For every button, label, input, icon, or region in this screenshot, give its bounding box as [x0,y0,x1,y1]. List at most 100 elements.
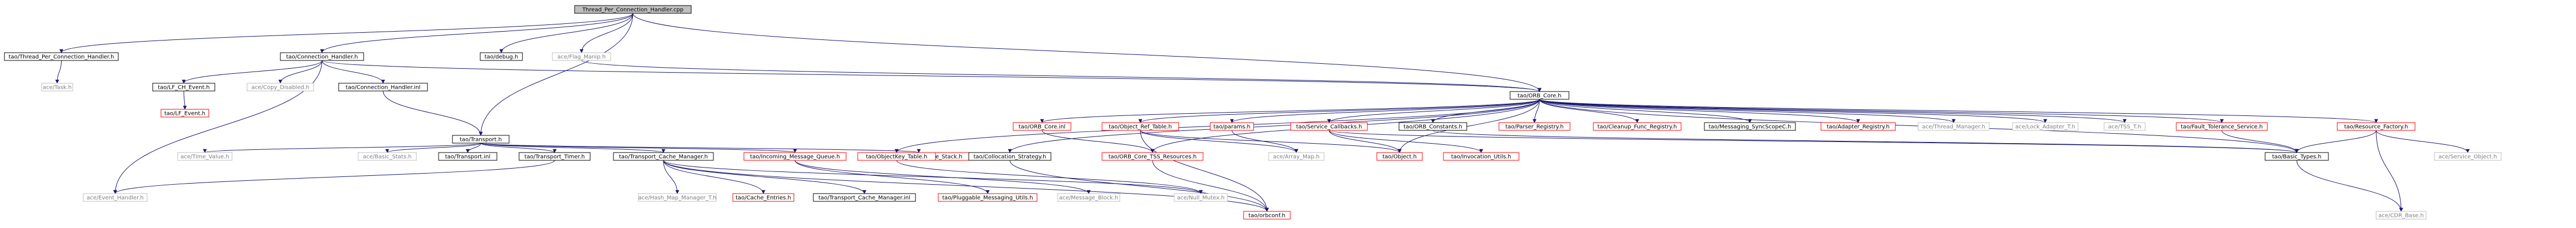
node-label: tao/ORB_Constants.h [1403,124,1462,130]
edge-obj_ref_table-to-tao_object [1140,130,1402,153]
dependency-edge [1009,160,1269,212]
edge-objectkey_table-to-null_mutex [896,160,1203,194]
node-label: tao/Parser_Registry.h [1506,124,1564,130]
edge-obj_ref_table-to-orbconf [1140,130,1269,212]
node-label: tao/Thread_Per_Connection_Handler.h [9,54,114,60]
dependency-edge [1140,130,1269,212]
node-incoming-queue[interactable]: tao/Incoming_Message_Queue.h [743,152,847,161]
node-transport-cache-inl[interactable]: tao/Transport_Cache_Manager.inl [813,193,916,202]
node-objectkey-table[interactable]: tao/ObjectKey_Table.h [857,152,936,161]
dependency-edge [2295,130,2377,153]
node-orb-core-tss[interactable]: tao/ORB_Core_TSS_Resources.h [1101,152,1204,161]
node-box [246,83,314,92]
node-box [1013,122,1071,131]
node-label: tao/params.h [1214,124,1251,130]
node-label: tao/Transport.inl [445,154,491,160]
node-transport-inl[interactable]: tao/Transport.inl [438,152,497,161]
node-lf-ch-event[interactable]: tao/LF_CH_Event.h [152,83,215,92]
node-debug-h[interactable]: tao/debug.h [480,52,523,61]
node-conn-handler-h[interactable]: tao/Connection_Handler.h [280,52,364,61]
node-invocation-utils[interactable]: tao/Invocation_Utils.h [1443,152,1520,161]
dependency-edge [1539,99,1956,123]
node-service-callbacks[interactable]: tao/Service_Callbacks.h [1290,122,1368,131]
node-pluggable-utils[interactable]: tao/Pluggable_Messaging_Utils.h [938,193,1038,202]
node-transport-timer[interactable]: tao/Transport_Timer.h [519,152,591,161]
dependency-edge [1532,99,1540,123]
node-label: ace/CDR_Base.h [2378,213,2424,219]
node-cleanup-func[interactable]: tao/Cleanup_Func_Registry.h [1593,122,1682,131]
edge-orb_core-to-messaging_sync [1539,99,1752,123]
node-tpch-h[interactable]: tao/Thread_Per_Connection_Handler.h [4,52,119,61]
edge-root-to-debug_h [499,13,633,53]
dependency-edge [1539,99,2224,123]
node-parser-registry[interactable]: tao/Parser_Registry.h [1498,122,1571,131]
node-box [452,135,510,144]
node-label: tao/Object.h [1382,154,1417,160]
node-collocation-strategy[interactable]: tao/Collocation_Strategy.h [968,152,1051,161]
edge-orb_core-to-service_callbacks [1327,99,1540,123]
node-lock-adapter: ace/Lock_Adapter_T.h [2012,122,2079,131]
node-box [552,52,611,61]
node-orb-core-inl[interactable]: tao/ORB_Core.inl [1013,122,1071,131]
dependency-edge [321,60,1541,92]
dependency-edge [480,143,666,153]
edge-orb_core-to-cleanup_func [1539,99,1639,123]
dependency-edge [663,160,867,194]
edge-orb_core-to-tao_object [1397,99,1540,153]
node-transport-cache-mgr[interactable]: tao/Transport_Cache_Manager.h [613,152,714,161]
node-box [4,52,119,61]
dependency-edge [385,143,481,153]
node-conn-handler-inl[interactable]: tao/Connection_Handler.inl [338,83,428,92]
dependency-edge [183,90,187,110]
edge-orb_core-to-obj_ref_table [1138,99,1540,123]
node-box [2376,211,2427,220]
dependency-edge [663,160,1203,194]
node-label: ace/Basic_Stats.h [363,154,412,160]
dependency-edge [2376,130,2403,212]
dependency-edge [2296,160,2403,212]
dependency-edge [1230,99,1540,123]
node-messaging-sync[interactable]: tao/Messaging_SyncScopeC.h [1704,122,1796,131]
node-box [938,193,1038,202]
node-lf-event[interactable]: tao/LF_Event.h [160,109,209,118]
node-box [613,152,714,161]
dependency-edge [1008,99,1540,153]
node-cdr-base: ace/CDR_Base.h [2376,211,2427,220]
node-fault-tolerance[interactable]: tao/Fault_Tolerance_Service.h [2176,122,2268,131]
node-obj-ref-table[interactable]: tao/Object_Ref_Table.h [1101,122,1179,131]
node-label: tao/ORB_Core_TSS_Resources.h [1109,154,1197,160]
node-adapter-registry[interactable]: tao/Adapter_Registry.h [1820,122,1896,131]
node-box [41,83,73,92]
edge-root-to-orb_core [632,13,1542,92]
dependency-edge [2221,130,2299,153]
edge-conn_handler_inl-to-transport [383,90,483,136]
node-orbconf[interactable]: tao/orbconf.h [1243,211,1291,220]
node-label: tao/Transport_Cache_Manager.inl [818,195,910,201]
node-box [83,193,148,202]
node-label: ace/Hash_Map_Manager_T.h [638,195,717,201]
node-label: tao/Service_Callbacks.h [1296,124,1362,130]
node-cache-entries[interactable]: tao/Cache_Entries.h [732,193,794,202]
node-box [1593,122,1682,131]
edge-root-to-conn_handler_h [320,13,633,53]
node-transport[interactable]: tao/Transport.h [452,135,510,144]
dependency-edge [1539,99,1639,123]
node-box [813,193,916,202]
dependency-edge [1397,99,1540,153]
node-params[interactable]: tao/params.h [1210,122,1254,131]
dependency-edge [113,160,555,194]
dependency-edge [1539,99,1860,123]
node-box [1210,122,1254,131]
node-tao-object[interactable]: tao/Object.h [1376,152,1423,161]
node-basic-types[interactable]: tao/Basic_Types.h [2265,152,2329,161]
node-label: tao/Messaging_SyncScopeC.h [1709,124,1792,130]
dependency-edge [1329,130,1402,153]
node-orb-constants[interactable]: tao/ORB_Constants.h [1398,122,1467,131]
node-orb-core[interactable]: tao/ORB_Core.h [1510,91,1569,100]
node-resource-factory[interactable]: tao/Resource_Factory.h [2337,122,2416,131]
edge-orb_core-to-collocation_strategy [1008,99,1540,153]
node-box [1268,152,1325,161]
node-label: ace/Array_Map.h [1273,154,1320,160]
edge-transport_cache_mgr-to-cache_entries [663,160,766,194]
